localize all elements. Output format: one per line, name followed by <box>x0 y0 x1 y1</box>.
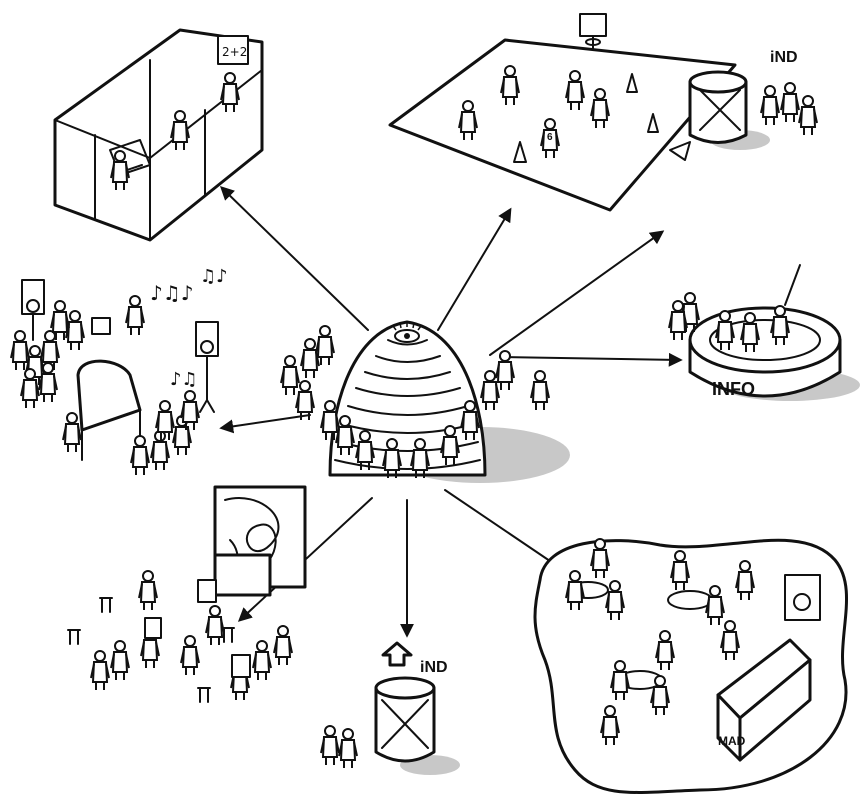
eye-icon <box>392 322 422 343</box>
sports-field: 6 iND <box>388 13 818 212</box>
speaker-icon <box>784 574 821 621</box>
speaker-icon <box>195 321 219 413</box>
sports-sign-text: iND <box>770 49 798 66</box>
jersey-number: 6 <box>547 132 553 143</box>
cafe-tables <box>567 581 713 690</box>
speaker-icon <box>21 279 45 341</box>
info-ring-text: INFO <box>712 379 755 399</box>
svg-text:♪♫: ♪♫ <box>170 369 198 390</box>
central-hive <box>280 320 570 483</box>
svg-text:♫♪: ♫♪ <box>200 266 228 287</box>
info-ring: INFO <box>668 264 860 401</box>
cafe-counter: MAD <box>716 638 812 762</box>
classroom-box: 2+2 <box>53 28 264 242</box>
music-notes-icon: ♪♫♪ ♫♪ ♪♫ <box>150 266 228 390</box>
arrow-sports <box>437 207 512 331</box>
classroom-board-text: 2+2 <box>222 45 247 59</box>
music-area: ♪♫♪ ♫♪ ♪♫ <box>10 266 228 476</box>
bottom-sign-text: iND <box>420 659 448 676</box>
cafe-box-text: MAD <box>718 734 746 748</box>
art-area <box>67 485 307 703</box>
basketball-hoop <box>579 13 607 51</box>
bottom-booth: iND <box>320 641 460 775</box>
cafe-area: MAD <box>533 538 848 794</box>
piano-icon <box>76 359 142 461</box>
arrow-info <box>499 352 683 367</box>
stools <box>67 597 235 703</box>
arrow-upper-right <box>489 230 665 356</box>
svg-text:♪♫♪: ♪♫♪ <box>150 281 193 305</box>
arrow-classroom <box>219 186 369 331</box>
booth-cylinder <box>688 70 770 150</box>
arrow-music <box>219 414 311 434</box>
